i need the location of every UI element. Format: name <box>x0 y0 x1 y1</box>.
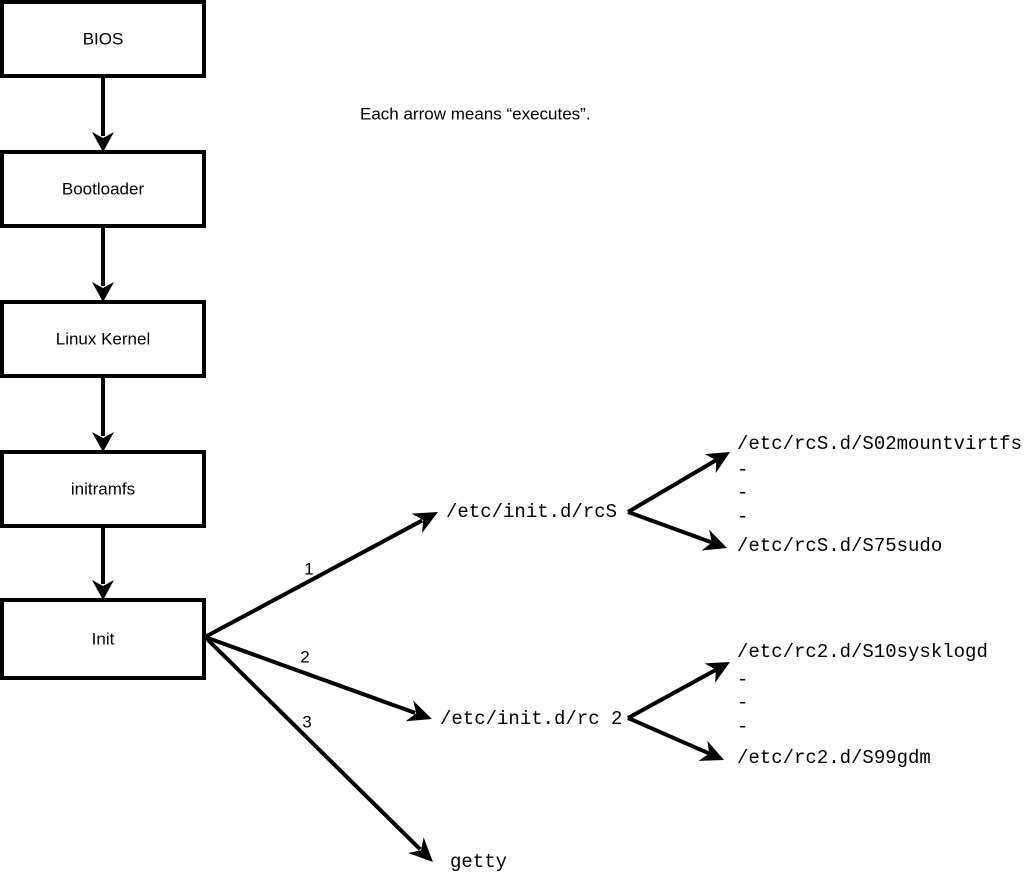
node-box-init <box>0 598 206 680</box>
arrow-shaft <box>627 510 713 545</box>
ellipsis-dash: - <box>737 482 748 504</box>
arrow-head <box>698 740 724 761</box>
arrow-shaft <box>204 635 416 715</box>
arrow-bootloader-to-kernel <box>92 226 114 302</box>
arrow-head <box>408 837 433 862</box>
node-label-bios: BIOS <box>83 29 124 48</box>
caption-label: Each arrow means “executes”. <box>360 104 591 123</box>
node-label-initramfs: initramfs <box>71 479 135 498</box>
node-linuxkernel[interactable]: Linux Kernel <box>0 300 206 378</box>
ellipsis-dash: - <box>737 506 748 528</box>
arrow-head <box>704 662 730 683</box>
target-label-rcs-script: /etc/init.d/rcS <box>446 501 617 523</box>
init-branch-arrows: 1 2 3 <box>203 512 438 862</box>
node-bootloader[interactable]: Bootloader <box>0 150 206 228</box>
arrow-kernel-to-initramfs <box>92 376 114 452</box>
arrow-bios-to-bootloader <box>92 76 114 152</box>
arrow-head <box>92 432 114 452</box>
node-init[interactable]: Init <box>0 598 206 680</box>
node-bios[interactable]: BIOS <box>0 0 206 78</box>
arrow-shaft <box>627 716 711 756</box>
script-fanout-branches: /etc/rcS.d/S02mountvirtfs/etc/rcS.d/S75s… <box>626 433 1022 769</box>
node-label-init: Init <box>92 629 115 648</box>
edge-number-1: 1 <box>304 559 313 578</box>
node-box-bootloader <box>0 150 206 228</box>
arrow-head <box>411 512 438 534</box>
arrow-head <box>405 700 432 722</box>
target-label-getty: getty <box>450 851 507 873</box>
ellipsis-dash: - <box>737 459 748 481</box>
node-box-initramfs <box>0 450 206 528</box>
ellipsis-dash: - <box>737 716 748 738</box>
arrow-shaft <box>204 518 424 639</box>
ellipsis-dash: - <box>737 692 748 714</box>
script-label-rcs-last: /etc/rcS.d/S75sudo <box>737 535 942 557</box>
fanout-rcs-fanout: /etc/rcS.d/S02mountvirtfs/etc/rcS.d/S75s… <box>626 433 1022 557</box>
arrow-head <box>92 282 114 302</box>
node-initramfs[interactable]: initramfs <box>0 450 206 528</box>
arrow-initramfs-to-init <box>92 526 114 600</box>
init-edge-3: 3 <box>203 635 433 862</box>
arrow-shaft <box>203 635 422 851</box>
fanout-rc2-fanout: /etc/rc2.d/S10sysklogd/etc/rc2.d/S99gdm -… <box>627 641 988 769</box>
init-target-labels: /etc/init.d/rcS/etc/init.d/rc 2 getty <box>440 501 622 873</box>
arrow-head <box>92 132 114 152</box>
node-label-linuxkernel: Linux Kernel <box>56 329 151 348</box>
arrow-head <box>92 580 114 600</box>
arrow-shaft <box>627 667 717 720</box>
node-label-bootloader: Bootloader <box>62 179 145 198</box>
script-label-rcs-first: /etc/rcS.d/S02mountvirtfs <box>737 433 1022 455</box>
boot-chain-arrows <box>92 76 114 600</box>
arrow-shaft <box>626 458 718 514</box>
script-label-rc2-first: /etc/rc2.d/S10sysklogd <box>737 641 988 663</box>
ellipsis-dash: - <box>737 669 748 691</box>
node-box-linuxkernel <box>0 300 206 378</box>
edge-number-3: 3 <box>302 712 311 731</box>
init-edge-1: 1 <box>204 512 438 639</box>
node-box-bios <box>0 0 206 78</box>
edge-number-2: 2 <box>300 647 309 666</box>
arrow-head <box>704 452 730 474</box>
target-label-rc2-script: /etc/init.d/rc 2 <box>440 708 622 730</box>
init-edge-2: 2 <box>204 635 432 722</box>
script-label-rc2-last: /etc/rc2.d/S99gdm <box>737 747 931 769</box>
arrow-head <box>701 529 727 551</box>
